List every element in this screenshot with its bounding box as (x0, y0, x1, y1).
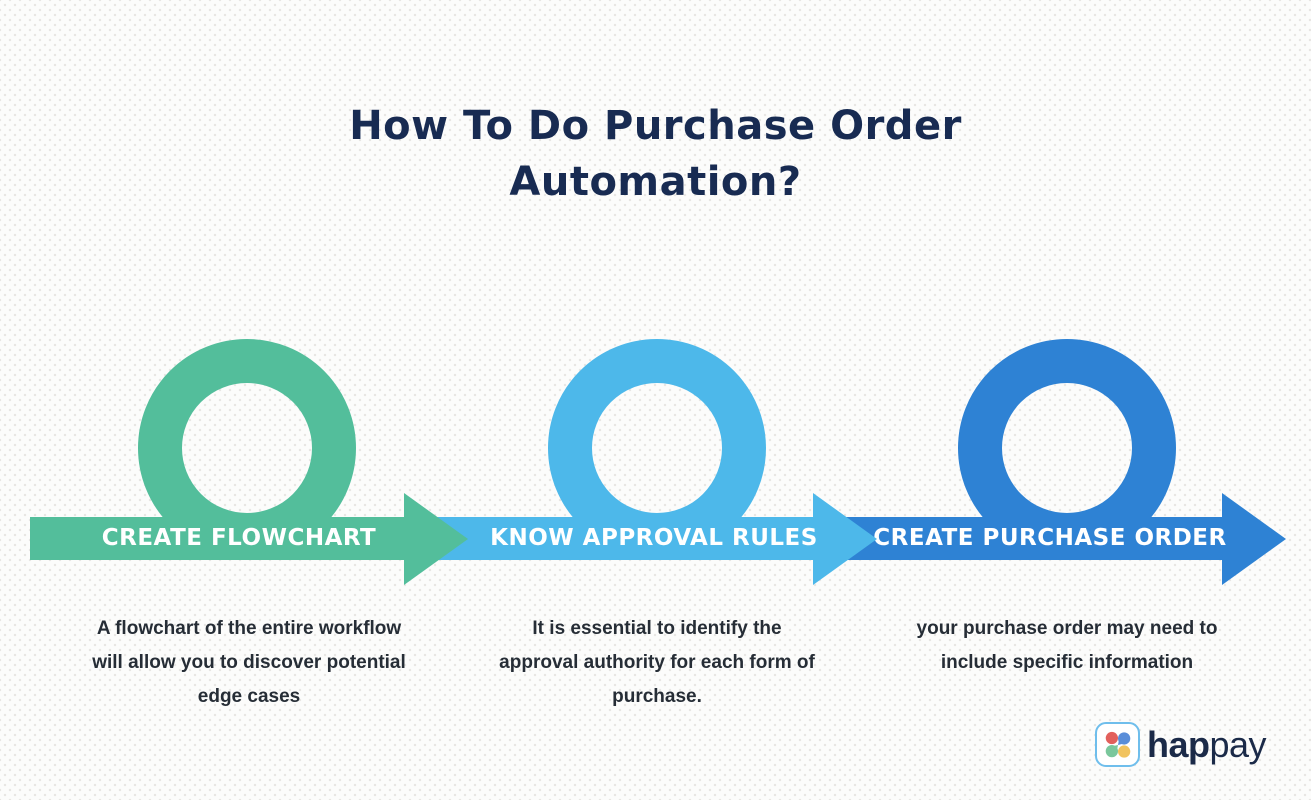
step-description: A flowchart of the entire workflow will … (49, 612, 449, 714)
step-description: It is essential to identify the approval… (457, 612, 857, 714)
happay-logo-glyph (1105, 731, 1130, 758)
happay-logo: happay (1095, 722, 1267, 767)
page-title-line-2: Automation? (509, 159, 802, 205)
step-description: your purchase order may need to include … (867, 612, 1267, 680)
happay-logo-icon (1095, 722, 1140, 767)
page-title: How To Do Purchase Order Automation? (0, 98, 1311, 210)
step-description-line: your purchase order may need to (916, 618, 1218, 639)
step-label: KNOW APPROVAL RULES (490, 525, 818, 551)
arrow-bar (843, 517, 1223, 560)
happay-logo-text-bold: hap (1147, 724, 1210, 765)
arrow-bar (30, 517, 406, 560)
step-description-line: approval authority for each form of (499, 652, 815, 673)
step-label: CREATE FLOWCHART (101, 525, 377, 551)
page-title-line-1: How To Do Purchase Order (349, 103, 962, 149)
step-description-line: edge cases (197, 686, 301, 707)
happay-logo-text-light: pay (1209, 724, 1267, 765)
step-description-line: will allow you to discover potential (92, 652, 406, 673)
step-description-line: It is essential to identify the (532, 618, 782, 639)
step-label: CREATE PURCHASE ORDER (873, 525, 1227, 551)
step-description-line: A flowchart of the entire workflow (96, 618, 402, 639)
step-description-line: include specific information (940, 652, 1194, 673)
arrow-bar (430, 517, 814, 560)
happay-logo-text: happay (1147, 722, 1267, 767)
step-description-line: purchase. (612, 686, 702, 707)
